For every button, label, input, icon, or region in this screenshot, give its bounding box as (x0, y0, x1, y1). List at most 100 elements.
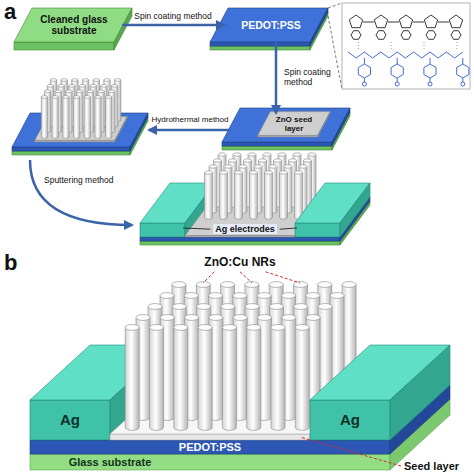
molecule-group (461, 82, 465, 86)
glass-substrate (14, 8, 132, 42)
nanorod-top (93, 79, 99, 82)
nanorod-top (221, 282, 235, 288)
nanorod (235, 173, 243, 220)
process-arrow (149, 129, 230, 132)
nanorod-top (84, 96, 90, 99)
node-text: Ag (60, 411, 80, 428)
nanorod-top (224, 165, 232, 168)
nanorod-top (235, 171, 243, 174)
ag-electrode (295, 223, 340, 237)
nanorod (150, 327, 164, 430)
nanorod-top (270, 304, 284, 310)
leader-lines (183, 228, 401, 466)
nanorod-top (257, 293, 271, 299)
nanorod-top (218, 153, 226, 156)
nanorod-top (184, 293, 198, 299)
molecule-ring (358, 64, 370, 78)
nanorod-top (174, 324, 188, 330)
electrode-block: Ag (30, 400, 110, 440)
molecule-ring (424, 64, 436, 78)
nanorod-top (104, 79, 110, 82)
nanorod-top (148, 304, 162, 310)
nanorod-top (125, 324, 139, 330)
part-label: Seed layer (404, 460, 459, 473)
seed-layer (110, 434, 310, 440)
nanorod-top (111, 84, 117, 87)
nanorod (73, 97, 79, 138)
nanorod-top (330, 293, 344, 299)
ionic-interaction (358, 42, 359, 50)
molecule-bond (388, 22, 399, 23)
pedot-layer (222, 108, 350, 142)
nanorod-top (87, 90, 93, 93)
ag-electrode (140, 223, 185, 237)
zoom-line (328, 3, 342, 8)
panel-letter: b (4, 250, 17, 275)
nanorod-top (50, 79, 56, 82)
molecule-bond (397, 78, 398, 82)
nanorod-top (47, 84, 53, 87)
node-text: Glass substrate (69, 456, 152, 469)
substrate-step: Cleaned glass substrate (26, 8, 122, 42)
panel-b-drawing (30, 282, 450, 470)
nanorod-top (101, 84, 107, 87)
leader-line (203, 272, 214, 283)
nanorod-top (106, 96, 112, 99)
polymer-chain (348, 52, 463, 58)
nanorod (84, 97, 90, 138)
ag-electrode (390, 345, 450, 440)
leader-line (280, 228, 297, 229)
nanorod (52, 97, 58, 138)
glass-substrate (30, 454, 390, 470)
nanorod-top (318, 282, 332, 288)
molecule-bond (397, 58, 398, 64)
molecule-ring (376, 31, 386, 40)
molecule-ring (457, 64, 469, 78)
pedot-layer (332, 108, 350, 146)
glass-substrate (140, 241, 340, 245)
process-arrow (122, 24, 224, 27)
nanorod-top (185, 315, 199, 321)
nanorod-top (263, 153, 271, 156)
layer-band: PEDOT:PSS (140, 440, 280, 454)
process-arrow (30, 160, 132, 225)
panel-a-drawing (12, 8, 370, 245)
process-label: Spin coating method (283, 68, 335, 88)
nanorod-top (295, 171, 303, 174)
nanorod-top (58, 84, 64, 87)
molecule-bond (413, 22, 424, 23)
nanorod (174, 327, 188, 430)
pedot-layer (130, 113, 148, 151)
nanorod-top (150, 324, 164, 330)
nanorod-top (299, 165, 307, 168)
nanorod-top (306, 315, 320, 321)
molecule-ring (449, 15, 462, 28)
chemical-structure-inset (328, 3, 470, 89)
part-label: ZnO:Cu NRs (204, 256, 275, 270)
nanorod-top (289, 159, 297, 162)
nanorod-top (244, 159, 252, 162)
layer-band: Glass substrate (40, 454, 180, 470)
process-arrow (275, 42, 278, 113)
nanorod-top (265, 171, 273, 174)
nanorod-top (304, 159, 312, 162)
molecule-group (428, 82, 432, 86)
nanorod (63, 97, 69, 138)
nanorod-top (306, 293, 320, 299)
leader-line (240, 272, 252, 283)
pedot-layer (210, 8, 328, 42)
molecule-bond (430, 58, 431, 64)
nanorod (125, 327, 139, 430)
nanorod-top (280, 171, 288, 174)
inset-frame (342, 3, 470, 89)
nanorod-top (269, 282, 283, 288)
glass-substrate (12, 151, 130, 155)
nanorod-top (293, 153, 301, 156)
molecule-ring (374, 15, 387, 28)
nanorod (220, 173, 228, 220)
nanorod-top (278, 153, 286, 156)
nanorod-top (66, 90, 72, 93)
nanorod-top (205, 171, 213, 174)
